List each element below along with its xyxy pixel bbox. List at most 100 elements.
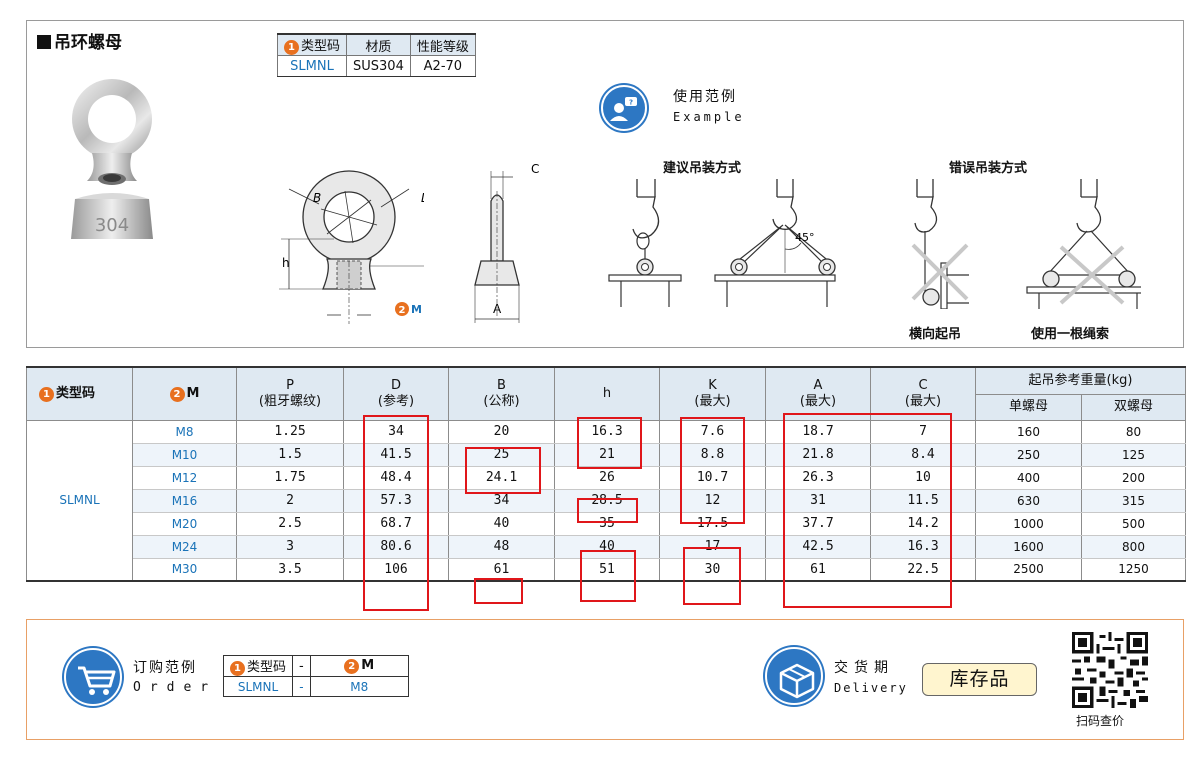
cell-m[interactable]: M12: [132, 466, 237, 490]
header-m-text: M: [186, 385, 200, 401]
cell-b: 24.1: [448, 466, 555, 490]
badge-2-icon: 2: [344, 659, 360, 674]
spec-header-material: 材质: [346, 33, 411, 56]
header-b-line2: (公称): [483, 393, 520, 409]
cell-k: 10.7: [659, 466, 766, 490]
label-h: h: [282, 256, 290, 270]
order-value-row: SLMNL - M8: [222, 676, 409, 697]
front-view-drawing: B D h K 2 M: [279, 170, 424, 324]
spec-grade: A2-70: [409, 55, 476, 77]
cell-p: 2: [236, 489, 344, 513]
cell-d: 80.6: [343, 535, 449, 559]
cell-m[interactable]: M24: [132, 535, 237, 559]
cell-c: 7: [870, 420, 976, 444]
cell-p: 3: [236, 535, 344, 559]
spec-header-type-text: 类型码: [301, 39, 341, 54]
cell-b: 34: [448, 489, 555, 513]
cell-b: 61: [448, 558, 555, 582]
table-type-code[interactable]: SLMNL: [26, 420, 133, 582]
cell-m[interactable]: M10: [132, 443, 237, 467]
cell-a: 42.5: [765, 535, 871, 559]
cell-p: 1.75: [236, 466, 344, 490]
cell-k: 8.8: [659, 443, 766, 467]
svg-text:?: ?: [629, 99, 633, 107]
delivery-title-cn: 交货期: [834, 660, 894, 676]
cell-h: 51: [554, 558, 660, 582]
cell-m[interactable]: M30: [132, 558, 237, 582]
header-weight-group: 起吊参考重量(kg): [975, 366, 1186, 395]
cell-double: 80: [1081, 420, 1186, 444]
cell-a: 37.7: [765, 512, 871, 536]
cell-c: 8.4: [870, 443, 976, 467]
cell-h: 28.5: [554, 489, 660, 513]
cell-h: 40: [554, 535, 660, 559]
cell-b: 48: [448, 535, 555, 559]
header-p-line1: P: [286, 377, 294, 393]
badge-1-icon: 1: [39, 386, 54, 402]
header-h: h: [554, 366, 660, 421]
cell-k: 17: [659, 535, 766, 559]
cell-h: 35: [554, 512, 660, 536]
cell-double: 125: [1081, 443, 1186, 467]
order-m-value[interactable]: M8: [309, 676, 409, 697]
qr-label: 扫码查价: [1076, 714, 1125, 728]
cell-b: 20: [448, 420, 555, 444]
header-a: A(最大): [765, 366, 871, 421]
header-k-line1: K: [708, 377, 717, 393]
cell-m[interactable]: M20: [132, 512, 237, 536]
title-square-icon: [37, 35, 51, 49]
cell-c: 10: [870, 466, 976, 490]
cell-m[interactable]: M16: [132, 489, 237, 513]
cell-double: 315: [1081, 489, 1186, 513]
caption-single-rope: 使用一根绳索: [1031, 327, 1110, 342]
table-header-row-2: 单螺母 双螺母: [27, 393, 1186, 421]
header-c-line2: (最大): [904, 393, 942, 409]
badge-2-icon: 2: [169, 386, 185, 402]
cell-a: 26.3: [765, 466, 871, 490]
header-c: C(最大): [870, 366, 976, 421]
example-user-icon: ?: [601, 85, 647, 131]
label-C: C: [531, 162, 539, 176]
cell-p: 2.5: [236, 512, 344, 536]
cell-k: 17.5: [659, 512, 766, 536]
cell-single: 2500: [975, 558, 1082, 582]
cell-d: 57.3: [343, 489, 449, 513]
order-type-value[interactable]: SLMNL: [222, 676, 294, 697]
header-b: B(公称): [448, 366, 555, 421]
label-M: M: [411, 303, 422, 316]
cell-p: 3.5: [236, 558, 344, 582]
cell-d: 106: [343, 558, 449, 582]
cell-c: 16.3: [870, 535, 976, 559]
header-k-line2: (最大): [694, 393, 731, 409]
product-title-text: 吊环螺母: [54, 33, 122, 53]
cell-single: 160: [975, 420, 1082, 444]
label-A: A: [493, 302, 502, 316]
badge-1-icon: 1: [284, 40, 299, 55]
header-a-line1: A: [813, 377, 823, 393]
cell-b: 40: [448, 512, 555, 536]
qr-code-icon[interactable]: [1072, 632, 1148, 708]
example-title-en: Example: [673, 110, 745, 124]
header-d: D(参考): [343, 366, 449, 421]
cell-h: 26: [554, 466, 660, 490]
spec-type-code[interactable]: SLMNL: [276, 55, 348, 77]
header-p-line2: (粗牙螺纹): [258, 393, 322, 409]
cell-p: 1.25: [236, 420, 344, 444]
spec-material: SUS304: [346, 55, 411, 77]
angle-label: 45°: [795, 231, 815, 244]
order-header-type-text: 类型码: [247, 660, 287, 675]
cell-m[interactable]: M8: [132, 420, 237, 444]
caption-horizontal-lift: 横向起吊: [909, 327, 962, 342]
header-a-line2: (最大): [799, 393, 837, 409]
cell-k: 30: [659, 558, 766, 582]
cell-c: 11.5: [870, 489, 976, 513]
